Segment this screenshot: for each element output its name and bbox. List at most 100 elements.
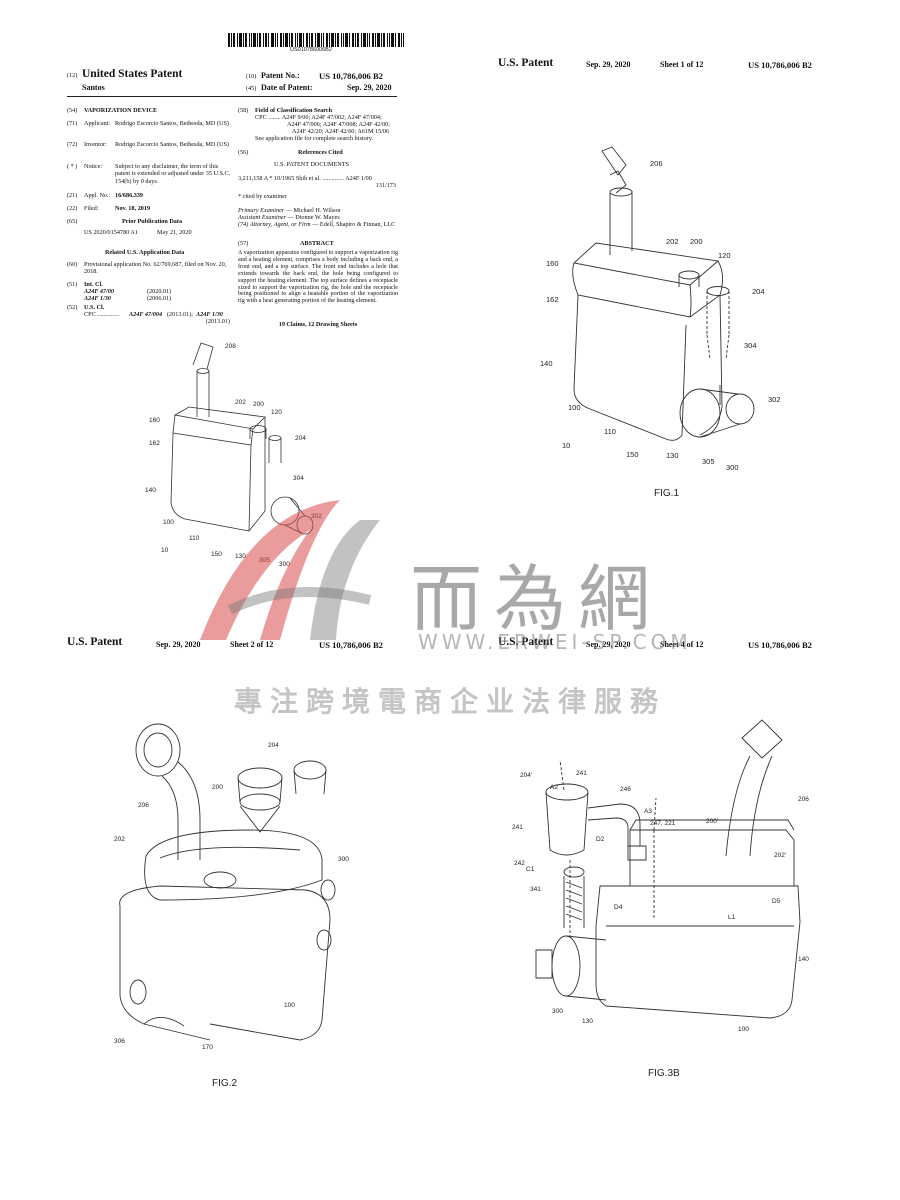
ref-label: 200 xyxy=(253,401,264,408)
ref-label: 300 xyxy=(552,1008,563,1015)
sheet2-header-sheet: Sheet 2 of 12 xyxy=(230,640,274,649)
ref-label: 304 xyxy=(293,475,304,482)
sheet1-header-sheet: Sheet 1 of 12 xyxy=(660,60,704,69)
sheet4-drawing: 204' 241 A2 246 206 A3 241 D2 247, 221 2… xyxy=(510,700,810,1040)
ref-label: A2 xyxy=(550,784,558,791)
patent-no-label: Patent No.: xyxy=(261,71,300,80)
watermark-logo-text: 而為網 xyxy=(410,557,663,641)
date-label: Date of Patent: xyxy=(261,83,313,92)
ref-label: D5 xyxy=(772,898,781,905)
ref-label: 202 xyxy=(666,237,679,246)
sheet2-header-left: U.S. Patent xyxy=(67,636,123,648)
sheet2-fig-label: FIG.2 xyxy=(212,1078,238,1089)
front-drawing-svg xyxy=(145,335,335,570)
ref-label: 200' xyxy=(706,818,719,825)
ref-label: 247, 221 xyxy=(650,820,676,827)
ref-label: 200 xyxy=(690,237,703,246)
attorney: (74) Attorney, Agent, or Firm — Edell, S… xyxy=(238,221,396,228)
ref-label: 140 xyxy=(798,956,809,963)
ref-label: L1 xyxy=(728,914,736,921)
abstract-text: A vaporization apparatus configured to s… xyxy=(238,250,398,305)
ref-label: 341 xyxy=(530,886,541,893)
ref-label: 300 xyxy=(279,561,290,568)
ref-label: 162 xyxy=(546,295,559,304)
ref-label: 302 xyxy=(311,513,322,520)
ref-label: 300 xyxy=(726,463,739,472)
ref-label: 160 xyxy=(149,417,160,424)
date-code: (45) xyxy=(246,85,257,92)
sheet1-drawing: 206 202 200 120 160 204 162 304 140 302 … xyxy=(540,145,781,475)
ref-label: 100 xyxy=(284,1002,295,1009)
ref-label: 10 xyxy=(161,547,169,554)
ref-label: D2 xyxy=(596,836,605,843)
primary-examiner: Primary Examiner — Michael H. Wilson xyxy=(238,207,341,214)
ref-label: 170 xyxy=(202,1044,213,1051)
ref-label: 300 xyxy=(338,856,349,863)
barcode-number: US010786006B2 xyxy=(290,47,332,53)
front-title: United States Patent xyxy=(82,68,183,80)
ref-label: 100 xyxy=(163,519,174,526)
header-rule xyxy=(67,96,397,97)
sheet2-drawing-svg xyxy=(100,710,370,1060)
ref-label: 246 xyxy=(620,786,631,793)
country-code: (12) xyxy=(67,72,78,79)
ref-label: 204 xyxy=(268,742,279,749)
ref-label: 130 xyxy=(666,451,679,460)
ref-label: 110 xyxy=(189,535,200,542)
ref-label: 120 xyxy=(718,251,731,260)
front-page-drawing: 208 202 200 120 160 204 162 304 140 302 … xyxy=(145,335,335,570)
ref-label: A3 xyxy=(644,808,652,815)
patent-no: US 10,786,006 B2 xyxy=(319,71,383,81)
inventor-name: Santos xyxy=(82,83,105,92)
ref-label: 100 xyxy=(738,1026,749,1033)
ref-label: 242 xyxy=(514,860,525,867)
ref-label: 120 xyxy=(271,409,282,416)
ref-label: 208 xyxy=(225,343,236,350)
ref-label: 305 xyxy=(259,557,270,564)
ref-label: 140 xyxy=(145,487,156,494)
sheet1-header-no: US 10,786,006 B2 xyxy=(748,60,812,70)
sheet2-drawing: 204 206 200 202 300 100 306 170 xyxy=(100,710,370,1060)
ref-label: C1 xyxy=(526,866,535,873)
sheet1-fig-label: FIG.1 xyxy=(654,488,680,499)
ref-label: 206 xyxy=(138,802,149,809)
sheet2-header-date: Sep. 29, 2020 xyxy=(156,640,201,649)
sheet4-header-sheet: Sheet 4 of 12 xyxy=(660,640,704,649)
ref-label: 150 xyxy=(211,551,222,558)
barcode-bars xyxy=(228,33,404,47)
sheet2-header-no: US 10,786,006 B2 xyxy=(319,640,383,650)
ref-label: 241 xyxy=(576,770,587,777)
ref-label: 204' xyxy=(520,772,533,779)
ref-label: 204 xyxy=(752,287,765,296)
ref-label: 241 xyxy=(512,824,523,831)
ref-label: 160 xyxy=(546,259,559,268)
ref-label: 130 xyxy=(235,553,246,560)
invention-title: VAPORIZATION DEVICE xyxy=(84,107,158,114)
barcode xyxy=(228,33,404,47)
ref-label: 130 xyxy=(582,1018,593,1025)
ref-label: 150 xyxy=(626,450,639,459)
ref-label: 202 xyxy=(114,836,125,843)
sheet4-header-date: Sep. 29, 2020 xyxy=(586,640,631,649)
claims-line: 19 Claims, 12 Drawing Sheets xyxy=(278,321,358,328)
sheet4-header-no: US 10,786,006 B2 xyxy=(748,640,812,650)
sheet1-drawing-svg xyxy=(540,145,780,475)
ref-label: 306 xyxy=(114,1038,125,1045)
sheet4-header-left: U.S. Patent xyxy=(498,636,554,648)
patent-no-code: (10) xyxy=(246,73,257,80)
ref-label: 204 xyxy=(295,435,306,442)
ref-label: 302 xyxy=(768,395,781,404)
ref-label: 202 xyxy=(235,399,246,406)
ref-label: 10 xyxy=(562,441,571,450)
ref-label: 110 xyxy=(604,427,616,436)
sheet4-drawing-svg xyxy=(510,700,810,1040)
ref-label: 206 xyxy=(650,159,663,168)
ref-label: 200 xyxy=(212,784,223,791)
ref-label: 140 xyxy=(540,359,553,368)
ref-label: 202' xyxy=(774,852,787,859)
sheet1-header-date: Sep. 29, 2020 xyxy=(586,60,631,69)
date-of-patent: Sep. 29, 2020 xyxy=(347,83,392,92)
ref-label: D4 xyxy=(614,904,623,911)
ref-label: 206 xyxy=(798,796,809,803)
ref-label: 162 xyxy=(149,440,160,447)
